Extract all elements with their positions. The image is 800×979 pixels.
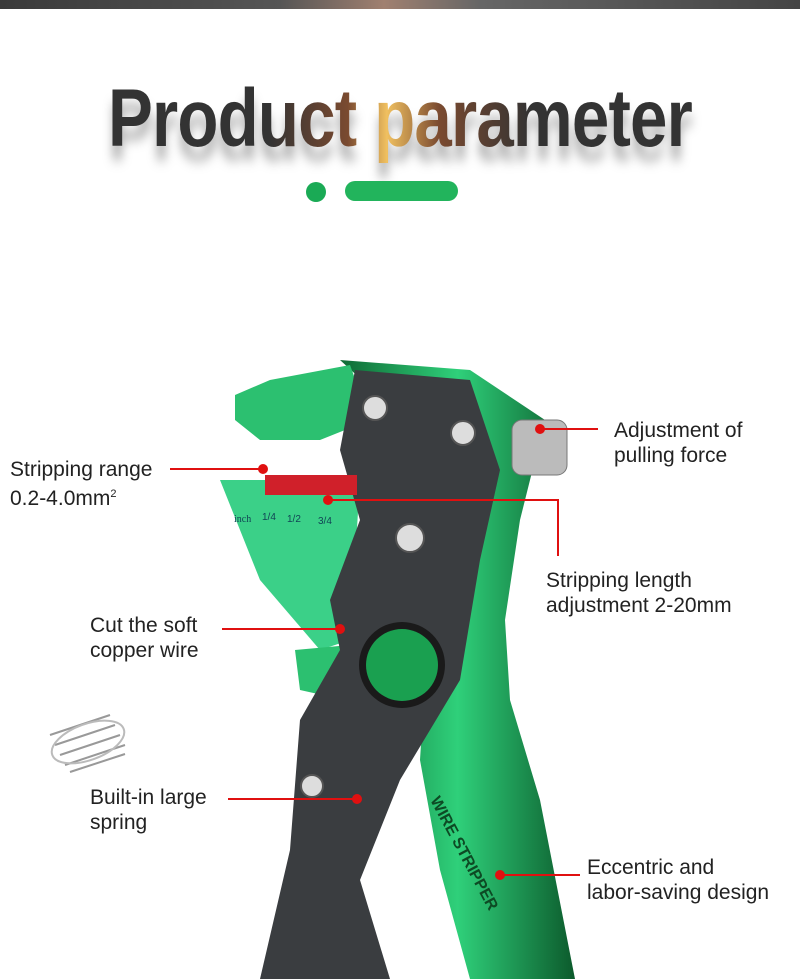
callout-lines [170,428,598,876]
green-pivot [366,629,438,701]
callout-line: 0.2-4.0mm [10,487,111,510]
callout-line: Cut the soft [90,614,198,637]
red-guide [265,475,357,495]
scale-mark: 1/2 [287,514,301,525]
callout-eccentric: Eccentric and labor-saving design [587,855,769,905]
green-upper-jaw [235,365,370,440]
top-bar [0,0,800,9]
callout-line: copper wire [90,639,199,662]
callout-line: labor-saving design [587,881,770,904]
green-lower-jaw [220,480,360,650]
callout-line: Stripping range [10,458,153,481]
page-title: Product parameter [72,72,728,166]
callout-line: Adjustment of [614,419,743,442]
callout-line: spring [90,811,148,834]
callout-line: Eccentric and [587,856,715,879]
superscript: 2 [110,488,117,500]
callout-line: Stripping length [546,569,692,592]
scale-mark: 3/4 [318,516,332,527]
callout-pulling-force: Adjustment of pulling force [614,418,742,468]
scale-unit: inch [234,514,251,525]
callout-stripping-length: Stripping length adjustment 2-20mm [546,568,732,618]
scale-mark: 1/4 [262,512,276,523]
callout-spring: Built-in large spring [90,785,207,835]
callout-cut-wire: Cut the soft copper wire [90,613,199,663]
callout-line: Built-in large [90,786,207,809]
callout-stripping-range: Stripping range 0.2-4.0mm2 [10,457,152,511]
callout-line: adjustment 2-20mm [546,594,732,617]
decor-dot [306,182,326,202]
adjustment-knob [511,419,568,476]
decor-pill [345,181,458,201]
spring-icon [49,714,126,773]
callout-line: pulling force [614,444,728,467]
